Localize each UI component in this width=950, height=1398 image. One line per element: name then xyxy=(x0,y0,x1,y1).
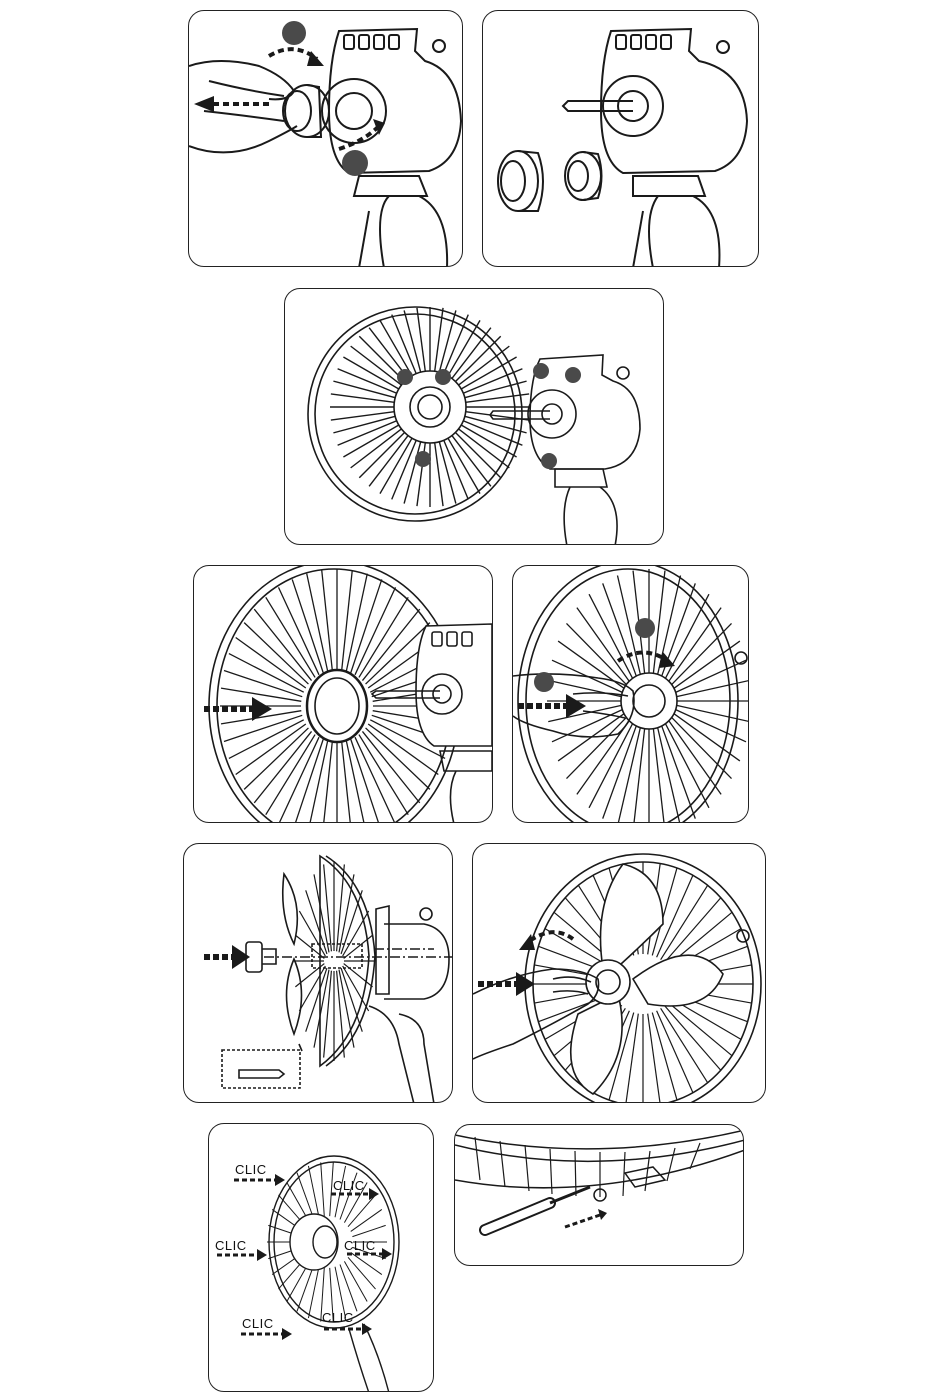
grille-spoke xyxy=(617,728,640,823)
step-7-illustration xyxy=(473,844,766,1103)
step-5-illustration xyxy=(513,566,749,823)
grille-spoke xyxy=(633,729,645,823)
step-6-panel xyxy=(183,843,453,1103)
grille-spoke xyxy=(324,971,332,1058)
grille-spoke xyxy=(676,710,746,742)
step-8-panel: CLIC CLIC CLIC CLIC CLIC CLIC xyxy=(208,1123,434,1392)
clic-label-5: CLIC xyxy=(242,1316,274,1331)
step-4-panel xyxy=(193,565,493,823)
clic-label-6: CLIC xyxy=(322,1310,354,1325)
grille-spoke xyxy=(342,742,353,823)
grille-spoke xyxy=(359,597,408,677)
grille-spoke xyxy=(455,432,500,477)
clic-label-2: CLIC xyxy=(333,1178,365,1193)
grille-spoke xyxy=(266,597,315,677)
step-2-illustration xyxy=(483,11,759,267)
marker-1 xyxy=(282,21,306,45)
grille-spoke xyxy=(359,432,404,477)
grille-spoke xyxy=(342,570,353,670)
grille-spoke xyxy=(224,671,302,697)
grille-spoke xyxy=(224,715,302,741)
step-1-panel xyxy=(188,10,463,267)
grille-spoke xyxy=(359,735,408,815)
grille-spoke xyxy=(664,898,721,963)
step-6-illustration xyxy=(184,844,453,1103)
step-7-panel xyxy=(472,843,766,1103)
grille-spoke xyxy=(337,971,345,1058)
step-2-panel xyxy=(482,10,759,267)
grille-spoke xyxy=(362,609,419,680)
grille-spoke xyxy=(266,735,315,815)
marker-2 xyxy=(342,150,368,176)
step-4-illustration xyxy=(194,566,493,823)
clic-label-1: CLIC xyxy=(235,1162,267,1177)
grille-spoke xyxy=(344,1261,367,1301)
grille-spoke xyxy=(455,336,500,381)
grille-spoke xyxy=(254,731,311,802)
grille-spoke xyxy=(254,609,311,680)
grille-spoke xyxy=(337,864,345,951)
step-3-illustration xyxy=(285,289,664,545)
step-9-illustration xyxy=(455,1125,744,1266)
grille-spoke xyxy=(669,608,721,682)
grille-spoke xyxy=(652,1013,677,1100)
step-5-panel xyxy=(512,565,749,823)
grille-spoke xyxy=(676,660,746,692)
grille-spoke xyxy=(221,688,301,701)
grille-spoke xyxy=(577,608,629,682)
grille-spoke xyxy=(348,1257,376,1289)
grille-spoke xyxy=(348,1195,376,1227)
step-1-illustration xyxy=(189,11,463,267)
grille-spoke xyxy=(362,731,419,802)
grille-spoke xyxy=(324,864,332,951)
grille-spoke xyxy=(658,728,681,823)
grille-spoke xyxy=(626,1014,639,1103)
grille-spoke xyxy=(322,570,333,670)
clic-label-4: CLIC xyxy=(344,1238,376,1253)
grille-spoke xyxy=(669,721,721,795)
step-9-panel xyxy=(454,1124,744,1266)
grille-spoke xyxy=(653,729,665,823)
grille-spoke xyxy=(321,1162,325,1216)
step-3-panel xyxy=(284,288,664,545)
grille-spoke xyxy=(322,742,333,823)
clic-label-3: CLIC xyxy=(215,1238,247,1253)
grille-spoke xyxy=(648,1014,661,1103)
grille-spoke xyxy=(664,1005,721,1070)
